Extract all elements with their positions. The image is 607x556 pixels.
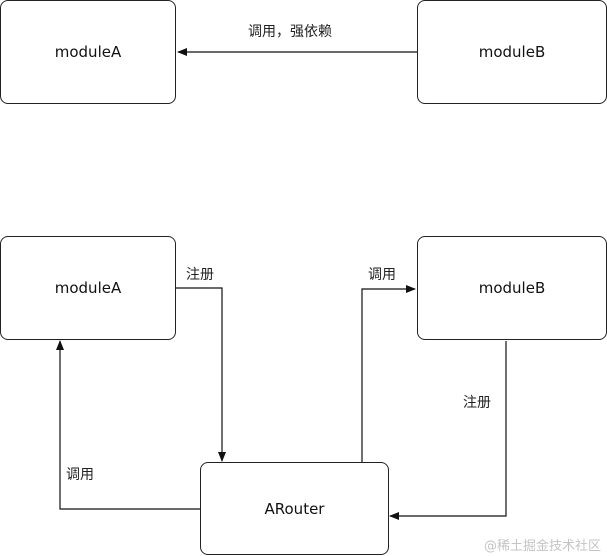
bottom-module-b-box: moduleB bbox=[417, 236, 607, 340]
edge-router-call-to-b bbox=[361, 285, 416, 462]
top-module-a-box: moduleA bbox=[0, 0, 176, 104]
bottom-module-b-label: moduleB bbox=[478, 279, 546, 297]
top-edge-label: 调用，强依赖 bbox=[248, 24, 332, 40]
arouter-label: ARouter bbox=[264, 499, 325, 518]
edge-call-a-label: 调用 bbox=[66, 467, 94, 483]
watermark: @稀土掘金技术社区 bbox=[483, 539, 601, 554]
edge-a-register-to-router bbox=[176, 287, 226, 462]
arouter-box: ARouter bbox=[200, 462, 389, 555]
edge-a-register-label: 注册 bbox=[186, 267, 214, 283]
edge-b-register-label: 注册 bbox=[463, 395, 491, 411]
edge-call-b-label: 调用 bbox=[368, 267, 396, 283]
bottom-module-a-label: moduleA bbox=[54, 279, 122, 297]
edge-b-register-to-router bbox=[389, 341, 507, 520]
top-module-b-label: moduleB bbox=[478, 43, 546, 61]
top-module-b-box: moduleB bbox=[417, 0, 607, 104]
edge-router-call-to-a bbox=[56, 340, 200, 510]
top-module-a-label: moduleA bbox=[54, 43, 122, 61]
bottom-module-a-box: moduleA bbox=[0, 236, 176, 340]
